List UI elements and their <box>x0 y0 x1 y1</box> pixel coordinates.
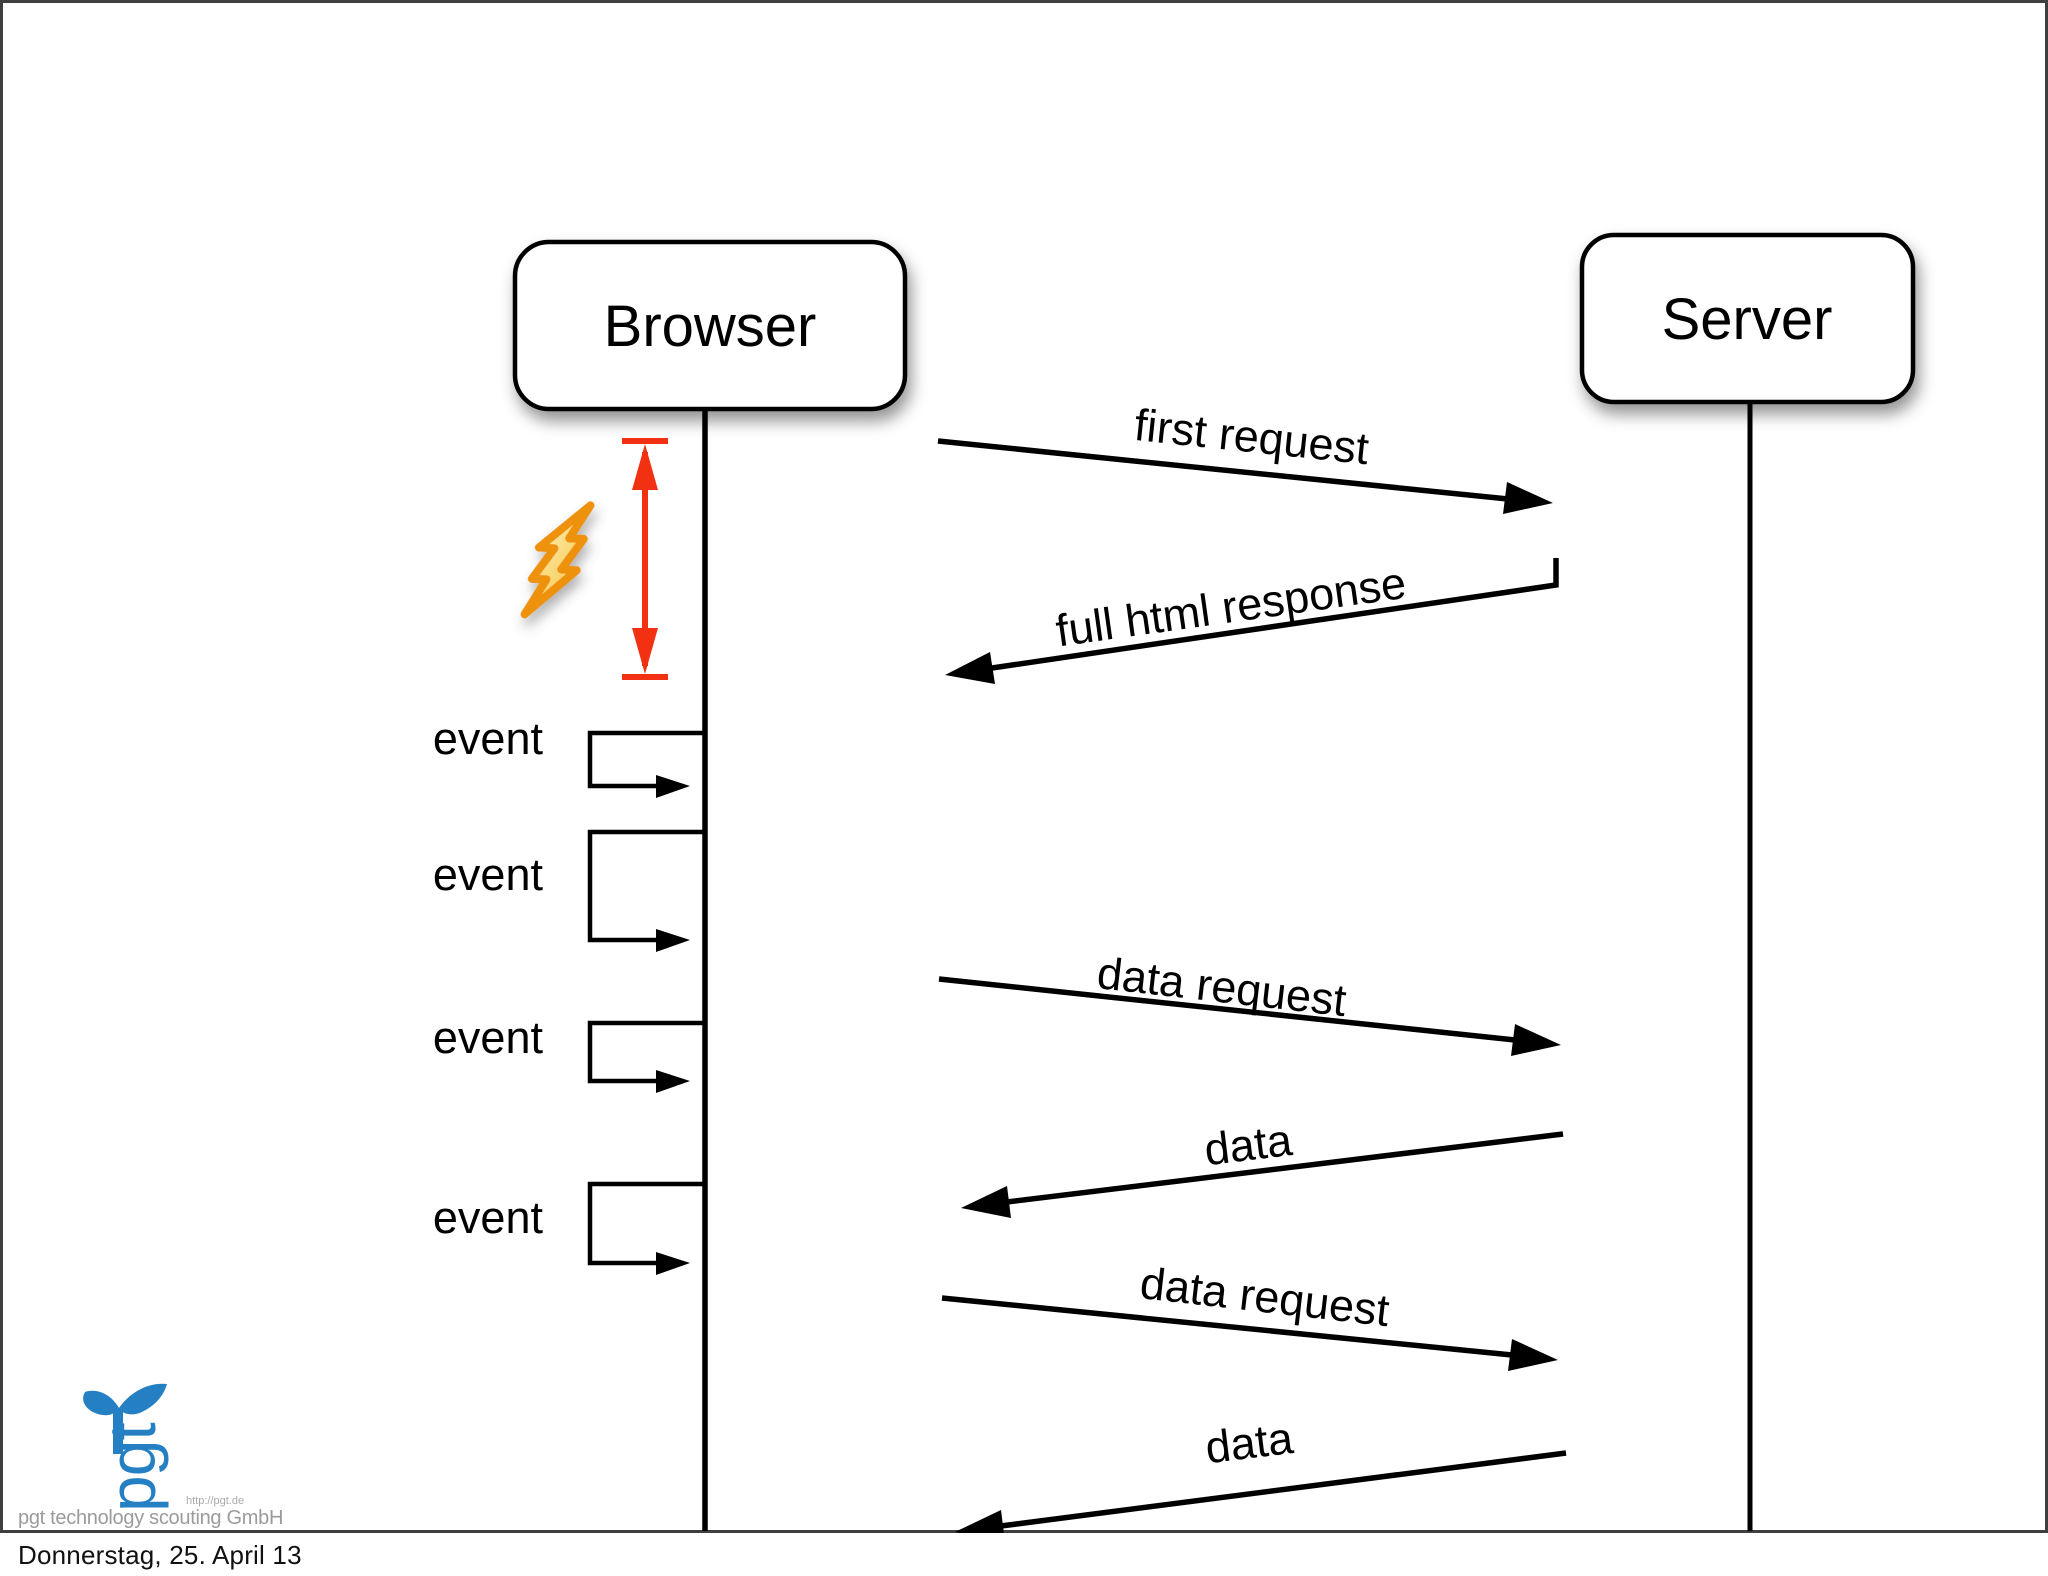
arrowhead-right-icon <box>656 929 690 952</box>
message-line <box>1006 1131 1564 1205</box>
message-line <box>1000 1450 1567 1529</box>
server-label: Server <box>1662 287 1833 352</box>
arrowhead-right-icon <box>1511 1024 1561 1056</box>
latency-arrowhead-up <box>632 444 658 490</box>
event-label: event <box>433 713 544 764</box>
footer-date: Donnerstag, 25. April 13 <box>18 1540 302 1570</box>
message-label: data request <box>1138 1257 1393 1336</box>
logo-url: http://pgt.de <box>186 1495 244 1507</box>
message-label: data request <box>1095 947 1350 1026</box>
message-label: data <box>1203 1412 1297 1473</box>
message-line <box>937 438 1509 502</box>
latency-arrowhead-down <box>632 628 658 674</box>
arrowhead-left-icon <box>955 1510 1004 1533</box>
logo-company: pgt technology scouting GmbH <box>18 1507 283 1529</box>
arrowhead-right-icon <box>1503 482 1553 514</box>
message-full-html-response: full html response <box>945 557 1559 684</box>
message-data-request-1: data request <box>938 947 1561 1056</box>
arrowhead-left-icon <box>945 652 995 684</box>
browser-label: Browser <box>604 294 817 359</box>
message-label: data <box>1202 1114 1296 1175</box>
pgt-logo: pgt http://pgt.de pgt technology scoutin… <box>18 1383 283 1529</box>
event-loop-line <box>587 730 705 789</box>
browser-actor: Browser <box>512 239 908 412</box>
whale-tail-icon <box>83 1383 167 1416</box>
logo-monogram: pgt <box>95 1423 169 1512</box>
event-loop-line <box>587 1181 705 1266</box>
arrowhead-right-icon <box>656 1070 690 1093</box>
sequence-diagram: Browser Server first request full html r… <box>0 0 2048 1533</box>
event-loop-1: event <box>433 713 705 798</box>
message-label: full html response <box>1053 557 1409 657</box>
message-data-2: data <box>955 1412 1567 1533</box>
message-data-1: data <box>961 1114 1564 1218</box>
message-line <box>991 558 1559 671</box>
whale-tail-stem <box>113 1408 123 1454</box>
latency-measure-arrow <box>622 438 668 680</box>
arrowhead-right-icon <box>1508 1339 1558 1371</box>
server-box <box>1579 232 1916 405</box>
message-first-request: first request <box>937 399 1553 514</box>
event-label: event <box>433 1012 544 1063</box>
event-label: event <box>433 849 544 900</box>
event-loop-line <box>587 829 705 943</box>
event-label: event <box>433 1192 544 1243</box>
message-line <box>938 976 1516 1043</box>
message-data-request-2: data request <box>941 1257 1558 1371</box>
slide-border <box>0 0 2048 1533</box>
server-actor: Server <box>1579 232 1916 405</box>
lightning-icon <box>520 501 595 619</box>
arrowhead-right-icon <box>656 775 690 798</box>
arrowhead-right-icon <box>656 1252 690 1275</box>
event-loop-3: event <box>433 1012 705 1093</box>
message-line <box>941 1295 1513 1358</box>
browser-box <box>512 239 908 412</box>
arrowhead-left-icon <box>961 1186 1011 1218</box>
event-loop-line <box>587 1020 705 1084</box>
event-loop-4: event <box>433 1181 705 1275</box>
event-loop-2: event <box>433 829 705 952</box>
